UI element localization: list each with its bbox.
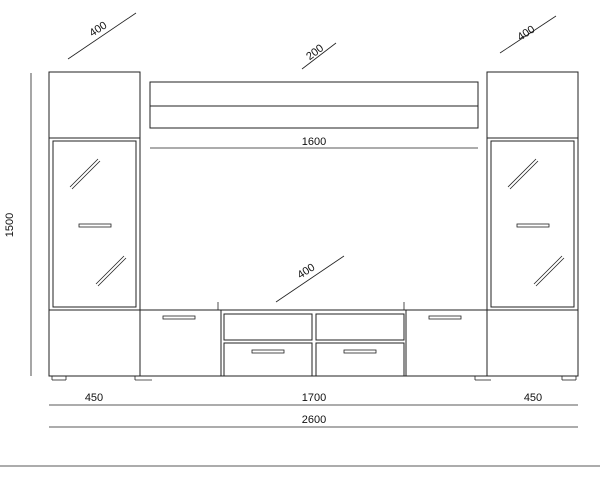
left-width-label: 450 [85,392,103,404]
left-tower-glass-panel [52,140,137,308]
right-glass-reflection-2 [509,160,539,190]
tv-unit [134,302,487,381]
tv-unit-left-handle [162,315,196,320]
right-tower-bottom-cabinet [486,309,579,377]
right-tower-glass-panel [490,140,575,308]
right-glass-reflection-4 [535,257,565,287]
tv-unit-open-shelf-left [223,313,313,341]
tv-unit-drawer-left-handle [251,349,285,354]
tv-unit-drawer-left [223,342,313,377]
height-label: 1500 [4,213,16,237]
left-glass-reflection-4 [97,257,127,287]
right-width-label: 450 [524,392,542,404]
tv-unit-drawer-right-handle [343,349,377,354]
right-glass-reflection-3 [533,255,563,285]
dimension-lines [0,12,600,467]
right-tower-top-cabinet [486,71,579,139]
tv-depth-label: 400 [295,261,317,281]
tv-unit-right-handle [428,315,462,320]
right-glass-reflection-1 [507,158,537,188]
right-depth-line [499,15,557,54]
shelf-depth-label: 200 [304,42,326,63]
shelf-width-label: 1600 [302,136,326,148]
left-glass-reflection-1 [69,158,99,188]
total-width-label: 2600 [302,414,326,426]
left-tower-bottom-cabinet [48,309,141,377]
left-tower [48,71,141,381]
tv-width-label: 1700 [302,392,326,404]
shelf-depth-line [301,42,337,70]
tv-unit-drawer-right [315,342,405,377]
left-tower-handle [78,223,112,228]
tv-depth-line [275,255,345,303]
left-tower-top-cabinet [48,71,141,139]
left-glass-reflection-3 [95,255,125,285]
left-depth-line [67,12,137,60]
wall-shelf [149,81,479,129]
right-tower-handle [516,223,550,228]
right-tower [474,71,579,381]
left-glass-reflection-2 [71,160,101,190]
left-depth-label: 400 [87,19,109,39]
wall-shelf-body [149,81,479,129]
tv-unit-open-shelf-right [315,313,405,341]
dimension-labels: 400 200 400 1600 400 1500 450 1700 450 2… [4,19,542,426]
